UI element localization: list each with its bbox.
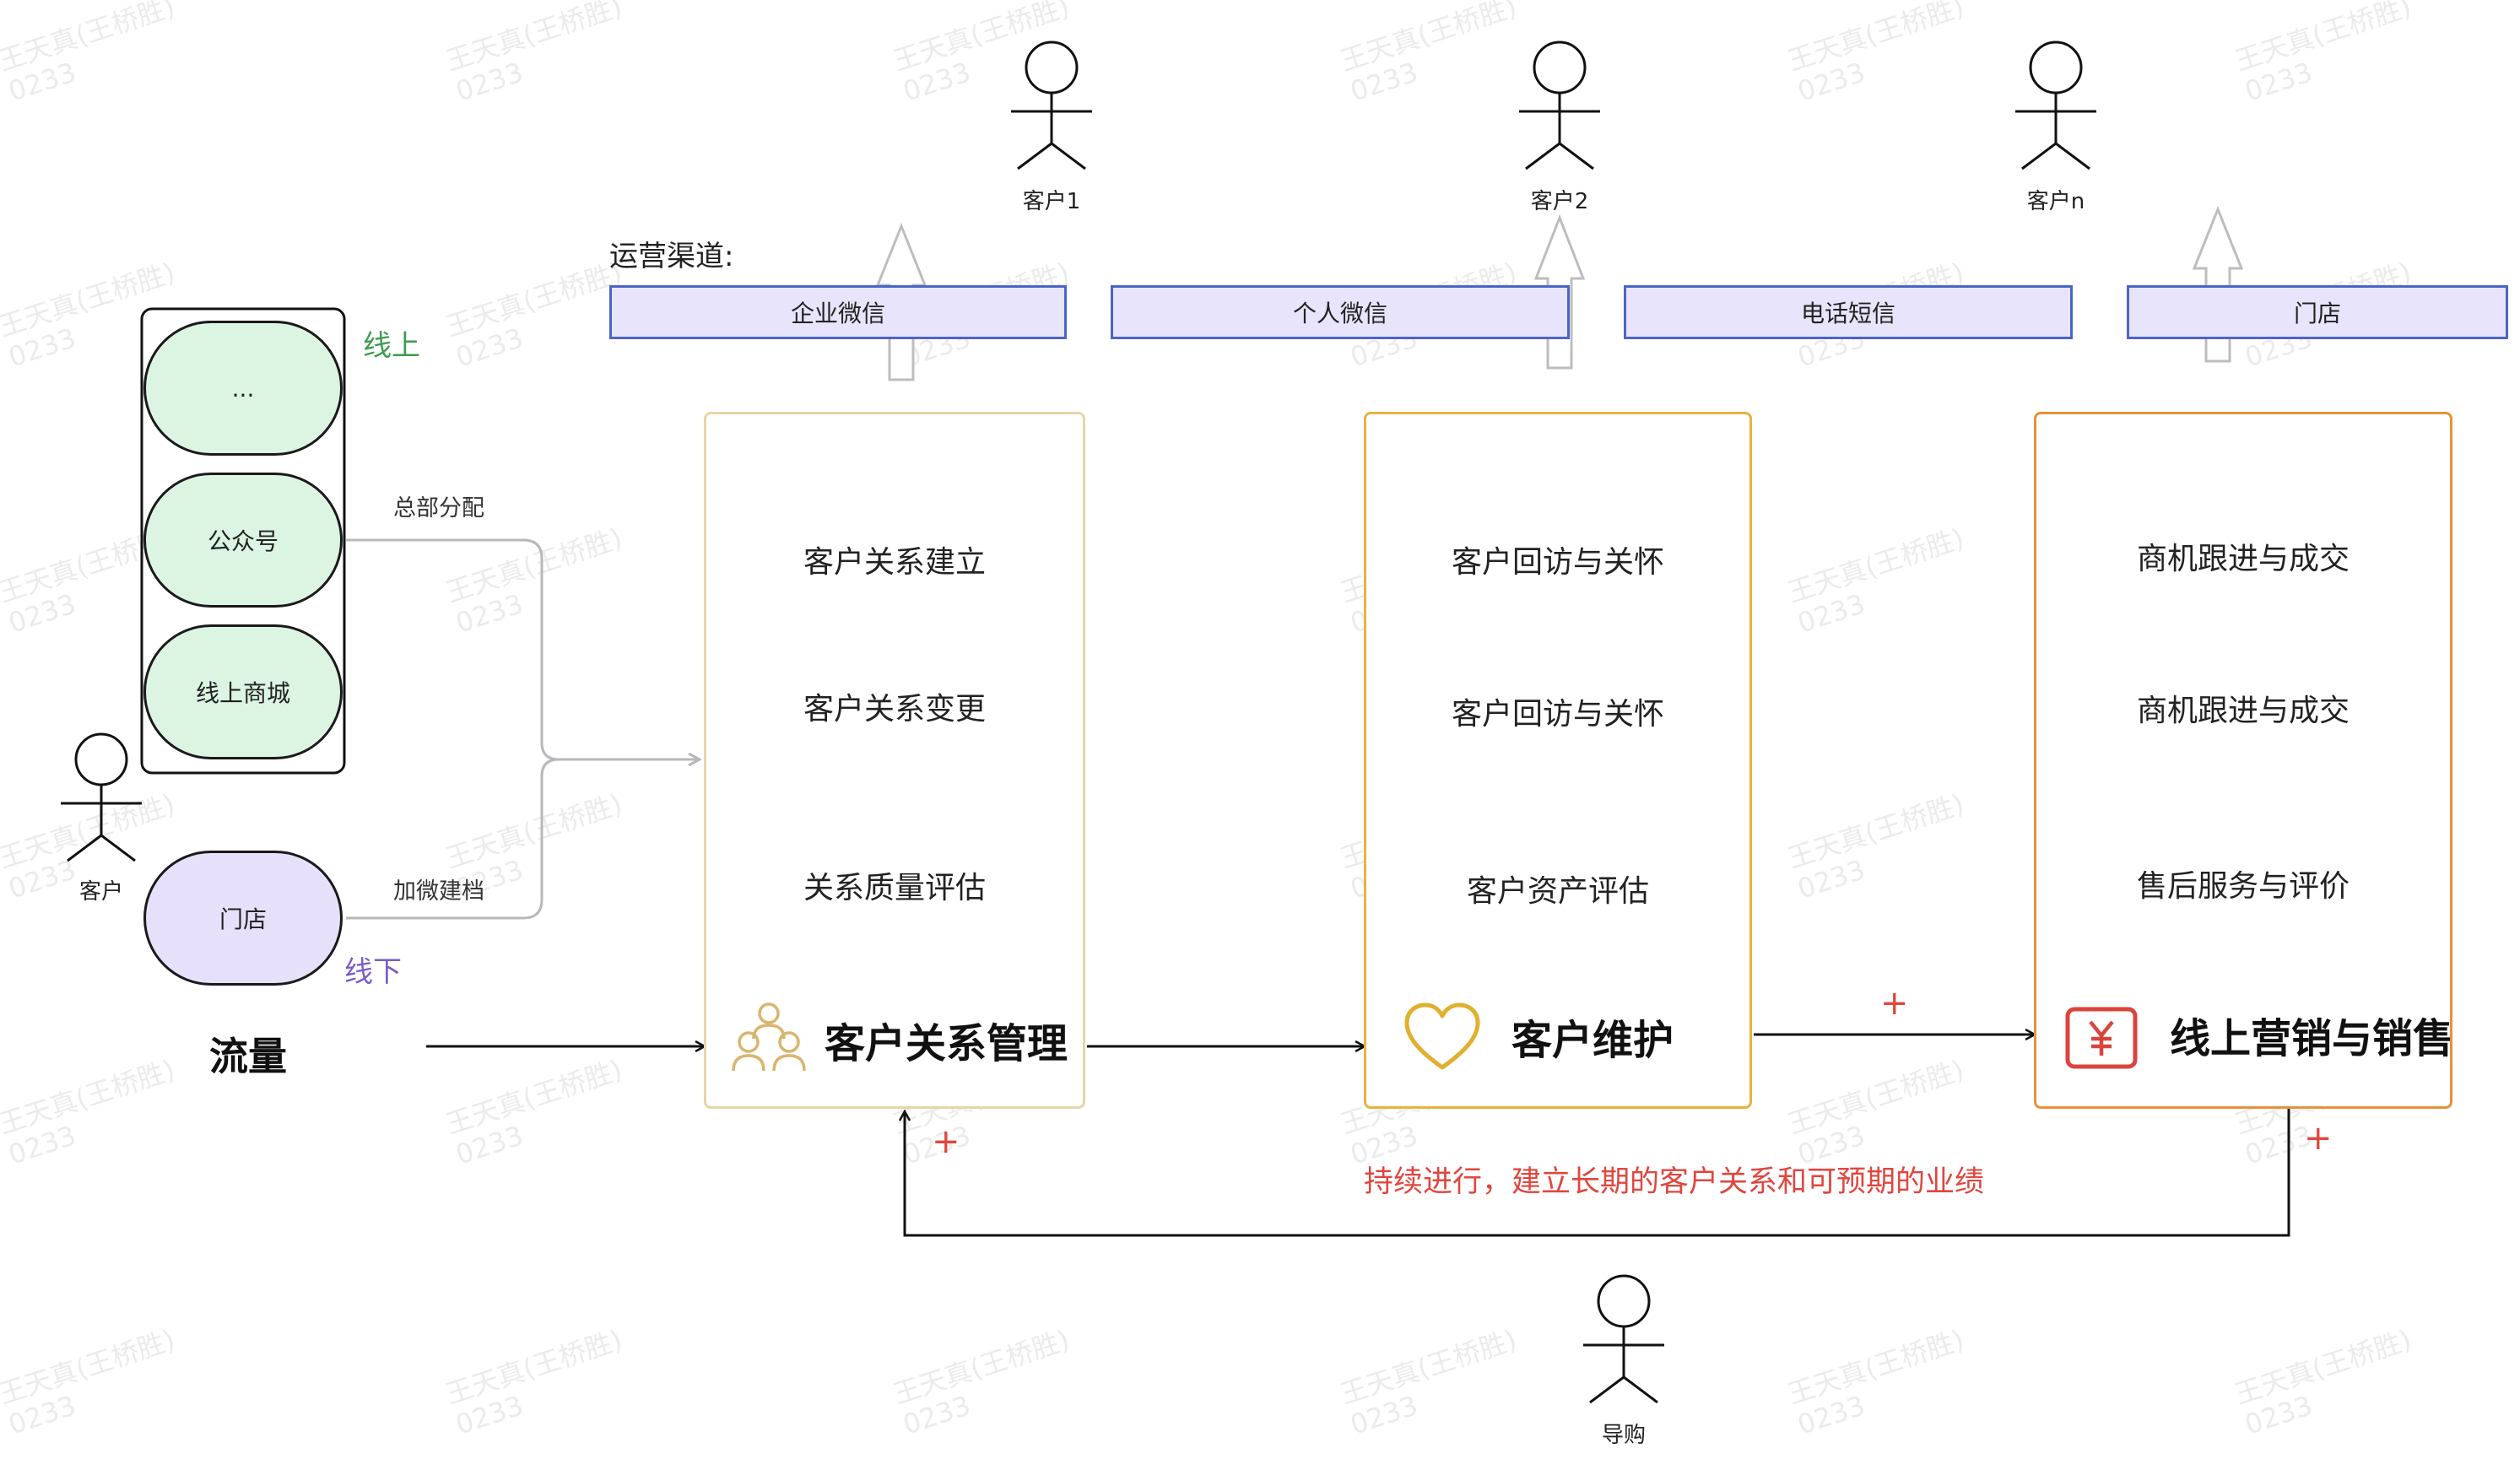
- channel-enterprise-wechat: 企业微信: [609, 285, 1067, 339]
- stage-maintain-title: 客户维护: [1511, 1017, 1674, 1064]
- actor-customer-figure: [61, 732, 142, 862]
- actor-customer-label: 客户: [78, 879, 124, 905]
- sales-item-opportunity-1: 商机跟进与成交: [2136, 542, 2350, 576]
- edge-label-wechat-filing: 加微建档: [393, 878, 484, 905]
- traffic-source-store: 门店: [143, 851, 343, 986]
- traffic-source-official-account: 公众号: [143, 473, 343, 608]
- channel-personal-wechat: 个人微信: [1111, 285, 1570, 339]
- online-group-frame: [140, 307, 346, 775]
- traffic-source-other: ...: [143, 321, 343, 456]
- heart-icon: [1404, 1002, 1480, 1070]
- maintain-item-visit-1: 客户回访与关怀: [1451, 545, 1664, 580]
- actor-guide-label: 导购: [1601, 1423, 1647, 1448]
- edge-wechat-filing: [346, 758, 560, 920]
- traffic-title: 流量: [209, 1034, 287, 1079]
- actor-customer1-label: 客户1: [1022, 189, 1081, 214]
- plus-mark-maintain-sales: +: [1880, 984, 1909, 1023]
- stage-crm-box: 客户关系建立 客户关系变更 关系质量评估 客户关系管理: [704, 412, 1085, 1109]
- channels-title: 运营渠道:: [609, 240, 734, 273]
- loop-caption: 持续进行，建立长期的客户关系和可预期的业绩: [1364, 1165, 1985, 1199]
- traffic-source-online-mall: 线上商城: [143, 624, 343, 759]
- channel-phone-sms: 电话短信: [1624, 285, 2073, 339]
- online-label: 线上: [363, 329, 420, 363]
- actor-guide-figure: [1583, 1274, 1664, 1404]
- actor-customer2-figure: [1519, 41, 1600, 170]
- offline-label: 线下: [344, 955, 402, 989]
- stage-maintain-box: 客户回访与关怀 客户回访与关怀 客户资产评估 客户维护: [1364, 412, 1752, 1109]
- feedback-loop-arrow: [905, 1109, 2290, 1237]
- actor-customer2-label: 客户2: [1530, 189, 1589, 214]
- channel-store: 门店: [2127, 285, 2508, 339]
- yuan-icon: [2065, 1007, 2138, 1069]
- actor-customer1-figure: [1011, 41, 1092, 170]
- people-group-icon: [732, 1002, 806, 1072]
- sales-item-opportunity-2: 商机跟进与成交: [2136, 694, 2350, 728]
- crm-item-change: 客户关系变更: [803, 692, 986, 727]
- actor-customern-label: 客户n: [2026, 189, 2085, 214]
- stage-sales-box: 商机跟进与成交 商机跟进与成交 售后服务与评价 线上营销与销售: [2034, 412, 2454, 1109]
- plus-mark-sales: +: [2304, 1119, 2333, 1158]
- edge-label-hq-allocation: 总部分配: [393, 495, 484, 521]
- crm-item-establish: 客户关系建立: [803, 545, 986, 580]
- stage-sales-title: 线上营销与销售: [2170, 1015, 2454, 1062]
- stage-crm-title: 客户关系管理: [825, 1020, 1068, 1067]
- sales-item-after-sales: 售后服务与评价: [2136, 869, 2350, 904]
- maintain-item-visit-2: 客户回访与关怀: [1451, 697, 1664, 732]
- crm-item-quality: 关系质量评估: [803, 871, 986, 905]
- actor-customern-figure: [2015, 41, 2096, 170]
- maintain-item-assets: 客户资产评估: [1466, 874, 1649, 909]
- plus-mark-crm: +: [932, 1122, 960, 1161]
- edge-hq-allocation: [346, 538, 560, 761]
